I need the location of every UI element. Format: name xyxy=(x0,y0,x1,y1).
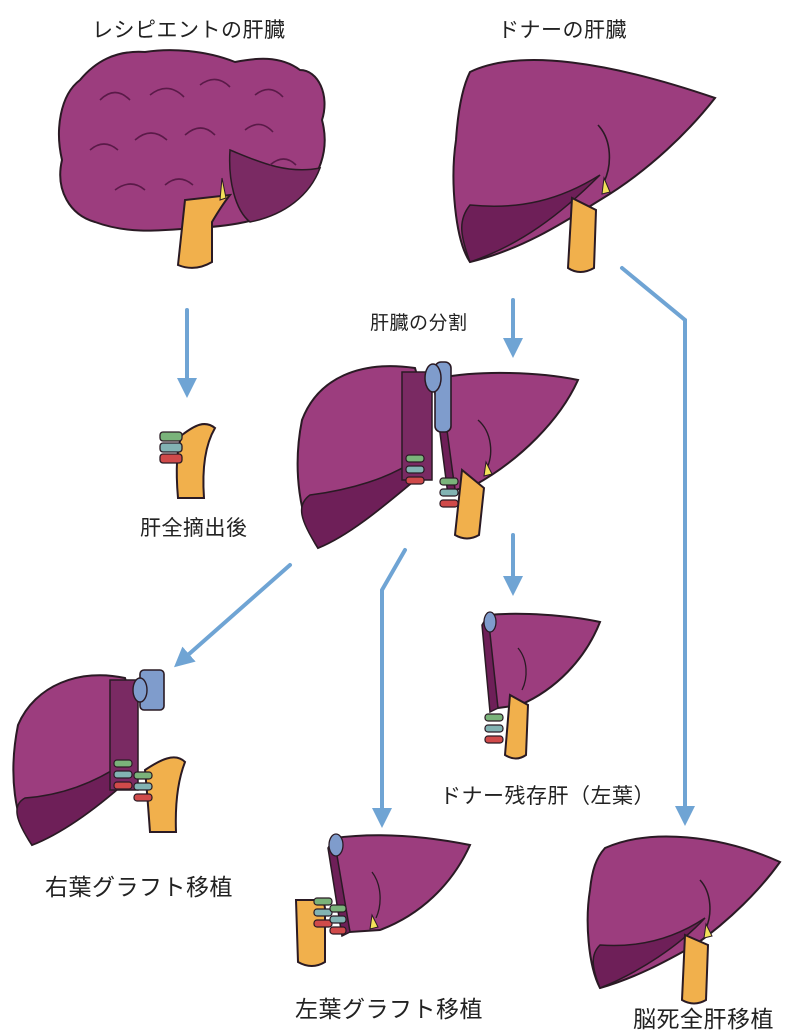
left-lobe-graft xyxy=(296,834,470,966)
arrow-to-whole-liver xyxy=(622,268,685,818)
label-liver-division: 肝臓の分割 xyxy=(370,308,468,335)
right-lobe-graft xyxy=(13,670,185,845)
hepatectomy-stump xyxy=(160,424,215,498)
label-right-lobe-graft: 右葉グラフト移植 xyxy=(45,868,233,902)
donor-remnant-liver xyxy=(482,612,600,759)
flow-arrows xyxy=(180,268,685,820)
label-recipient-liver: レシピエントの肝臓 xyxy=(92,14,286,44)
label-donor-remnant: ドナー残存肝（左葉） xyxy=(440,780,655,810)
arrow-to-left-graft xyxy=(382,550,405,820)
recipient-diseased-liver xyxy=(59,50,325,268)
label-left-lobe-graft: 左葉グラフト移植 xyxy=(295,990,483,1024)
donor-liver xyxy=(454,60,715,272)
arrow-to-right-graft xyxy=(180,565,290,662)
label-donor-liver: ドナーの肝臓 xyxy=(498,14,627,44)
whole-liver-graft xyxy=(588,837,780,1004)
label-after-hepatectomy: 肝全摘出後 xyxy=(140,512,248,542)
split-liver xyxy=(298,362,578,548)
